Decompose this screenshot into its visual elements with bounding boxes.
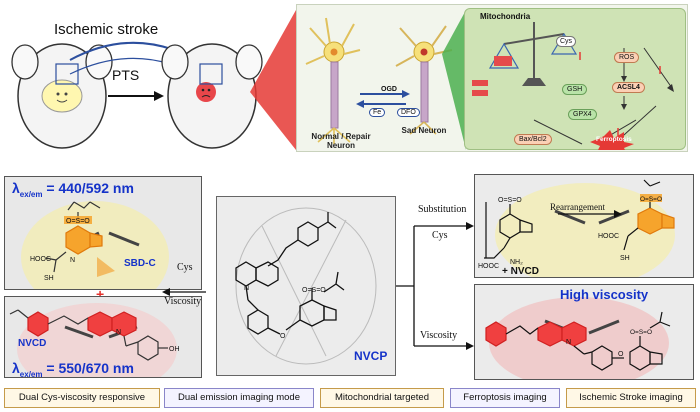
stroke-title: Ischemic stroke [54,21,159,38]
pts-label: PTS [112,67,140,83]
nvcp-structure: N O=S=O O [235,207,377,365]
mito-title: Mitochondria [480,12,531,21]
cys-product-panel [474,174,694,278]
tag-mito-targeted: Mitochondrial targeted [320,388,444,408]
svg-text:O=S=O: O=S=O [66,218,90,225]
svg-text:O=S=O: O=S=O [630,329,652,336]
svg-text:O=S=O: O=S=O [498,197,522,204]
mitochondria-panel [464,8,686,150]
svg-text:O=S=O: O=S=O [640,196,662,203]
ferroptosis-label: Ferroptosis [596,136,632,143]
gpx4-node: GPX4 [568,109,597,120]
sbdc-structure: O=S=O HOOC N SH [30,201,103,282]
svg-text:SH: SH [44,275,54,282]
svg-text:N: N [116,329,121,336]
nvcp-name: NVCP [354,349,388,363]
svg-text:OH: OH [169,346,180,353]
sad-neuron-label: Sad Neuron [401,126,447,135]
normal-neuron [305,17,361,144]
stroke-illustration [11,10,296,150]
left-connector [162,288,206,296]
plus-sign: + [96,286,105,302]
svg-text:SH: SH [620,255,630,262]
normal-neuron-label: Normal / Repair Neuron [311,132,371,150]
right-cys-label: Cys [432,230,448,241]
sbdc-panel [4,176,202,290]
svg-text:HOOC: HOOC [598,233,619,240]
mito-diagram [472,22,674,150]
ogd-label: OGD [381,86,397,93]
tag-dual-responsive: Dual Cys-viscosity responsive [4,388,160,408]
cys-product-structure: O=S=O HOOC NH₂ O=S=O HOOC SH [478,179,675,270]
svg-text:O: O [618,351,624,358]
sbdc-wavelength: λex/em = 440/592 nm [12,180,134,199]
dfo-badge: DFO [397,108,420,117]
ros-node: ROS [614,52,640,63]
rearrangement-label: Rearrangement [550,202,605,212]
gsh-node: GSH [562,84,588,95]
zoom-beam [250,10,296,150]
sad-neuron [395,25,453,135]
nvcd-name: NVCD [18,338,47,349]
svg-text:NH₂: NH₂ [510,259,523,266]
viscosity-structure: N O O=S=O [485,311,671,371]
svg-text:N: N [566,339,571,346]
svg-text:HOOC: HOOC [478,263,499,270]
right-viscosity-label: Viscosity [420,330,458,341]
right-connector [396,222,474,350]
neuron-illustration [305,10,466,150]
nvcd-plus-label: + NVCD [502,266,539,277]
svg-text:O: O [280,333,286,340]
svg-text:N: N [244,285,249,292]
nvcd-wavelength: λex/em = 550/670 nm [12,360,134,379]
healthy-mouse [11,43,113,149]
stroke-mouse [161,43,263,149]
acsl4-node: ACSL4 [612,82,645,93]
svg-text:HOOC: HOOC [30,256,51,263]
bax-bcl2-node: Bax/Bcl2 [514,134,552,145]
nvcd-panel [4,296,202,378]
fe-ion-badge: Fe [369,108,386,117]
sbdc-name: SBD-C [124,258,156,269]
ferroptosis-burst [590,130,634,150]
high-viscosity-label: High viscosity [560,287,649,302]
left-viscosity-label: Viscosity [164,296,202,307]
svg-text:N: N [70,257,75,264]
substitution-label: Substitution [418,204,467,215]
tag-stroke-imaging: Ischemic Stroke imaging [566,388,696,408]
left-cys-label: Cys [177,262,193,273]
svg-text:O=S=O: O=S=O [302,287,326,294]
tag-dual-emission: Dual emission imaging mode [164,388,314,408]
nvcd-structure: N OH [9,309,180,361]
cys-node: Cys [556,36,577,47]
tag-ferroptosis: Ferroptosis imaging [450,388,560,408]
